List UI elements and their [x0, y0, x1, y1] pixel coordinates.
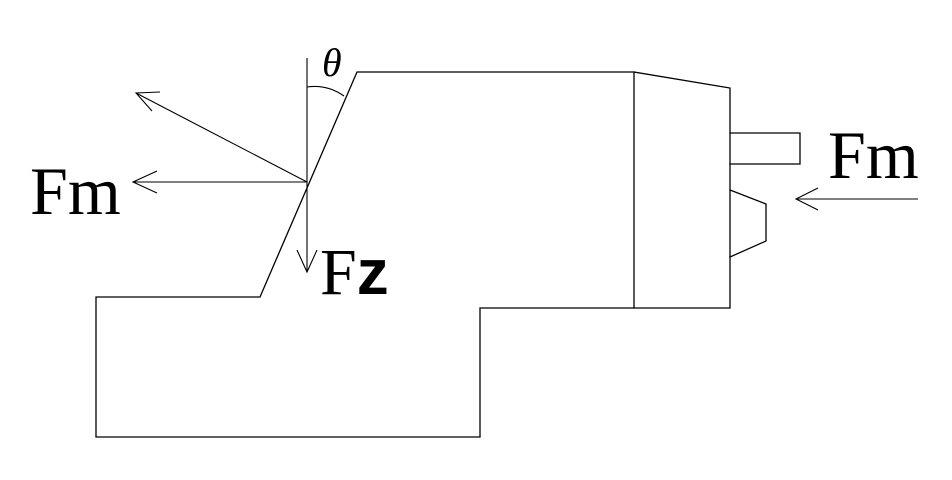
resultant-force-line	[135, 92, 308, 183]
theta-label: θ	[322, 40, 342, 85]
fm-right-arrowhead	[794, 187, 819, 211]
fz-arrowhead	[296, 249, 318, 274]
angle-arc	[306, 85, 345, 97]
punch-block	[633, 71, 731, 309]
upper-pin	[729, 132, 801, 165]
resultant-arrowhead	[134, 91, 161, 112]
fm-right-label: Fm	[828, 117, 919, 193]
fz-label-f: F	[320, 236, 357, 309]
fm-left-label: Fm	[30, 153, 121, 229]
fm-left-arrowhead	[131, 170, 158, 194]
fz-label: Fz	[320, 236, 389, 309]
lower-boss	[729, 189, 767, 258]
fz-label-z: z	[357, 236, 389, 308]
